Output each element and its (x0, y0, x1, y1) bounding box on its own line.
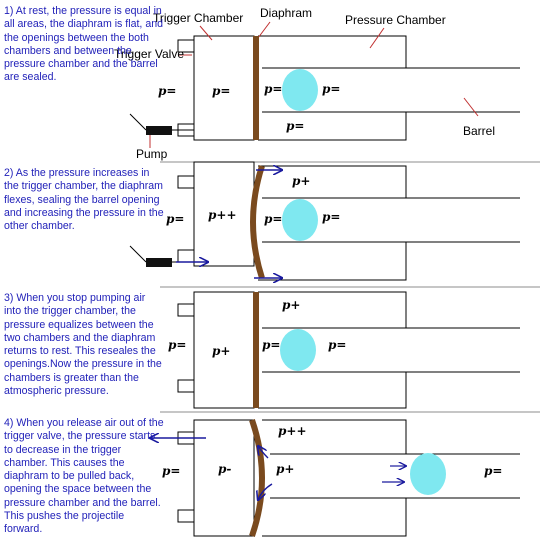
panel-1-pressure-lower: p= (286, 119, 305, 133)
panel-3-apparatus (177, 291, 520, 409)
panel-3-pressure-valve: p= (168, 338, 187, 352)
panel-1-pressure-chamber (258, 35, 407, 141)
panel-2-pressure-gap: p= (264, 212, 283, 226)
panel-4-pressure-upper: p++ (278, 424, 307, 438)
panel-4-pressure-valve: p= (162, 464, 181, 478)
label-pump: Pump (136, 147, 168, 161)
panel-4-barrel (270, 453, 520, 499)
panel-4-projectile (410, 453, 446, 495)
panel-1-barrel (262, 67, 520, 113)
step-2-text: 2) As the pressure increases in the trig… (4, 167, 164, 233)
panel-4-apparatus (177, 419, 520, 537)
panel-2-projectile (282, 199, 318, 241)
panel-2-pump-body (146, 258, 172, 267)
panel-2-pressure-barrel: p= (322, 210, 341, 224)
panel-1-pressure-valve: p= (158, 84, 177, 98)
label-barrel: Barrel (463, 124, 496, 138)
panel-2-pressure-trigger: p++ (208, 208, 237, 222)
panel-4-pressure-trigger: p- (218, 462, 232, 476)
panel-2-pump-handle (129, 245, 147, 263)
panel-4-pressure-chamber (262, 419, 407, 537)
panel-1-pressure-upper: p= (322, 82, 341, 96)
panel-1-trigger-chamber-pointer (199, 25, 213, 41)
label-trigger-valve: Trigger Valve (114, 47, 185, 61)
panel-2-pressure-upper: p+ (292, 174, 311, 188)
panel-2-valve-bottom (177, 249, 195, 263)
panel-3-valve-top (177, 303, 195, 317)
panel-2-valve-top (177, 175, 195, 189)
panel-1-pressure-gap: p= (264, 82, 283, 96)
panel-3-valve-bottom (177, 379, 195, 393)
panel-2-barrel (262, 197, 520, 243)
panel-4-diaphragm (249, 419, 265, 537)
panel-1-pressure-chamber-pointer (369, 27, 385, 49)
panel-3-pressure-trigger: p+ (212, 344, 231, 358)
panel-3-barrel (262, 327, 520, 373)
panel-4-valve-bottom (177, 509, 195, 523)
panel-4-arrow-bottom (258, 483, 273, 500)
panel-1-valve-top (177, 39, 195, 53)
step-4-text: 4) When you release air out of the trigg… (4, 417, 164, 536)
step-3-text: 3) When you stop pumping air into the tr… (4, 292, 162, 398)
label-pressure-chamber: Pressure Chamber (345, 13, 446, 27)
panel-2-diaphragm (250, 165, 265, 279)
panel-1-projectile (282, 69, 318, 111)
panel-1-pressure-trigger: p= (212, 84, 231, 98)
panel-1-diaphram-pointer (257, 21, 271, 39)
panel-3-pressure-chamber (258, 291, 407, 409)
panel-4-pressure-barrel: p= (484, 464, 503, 478)
panel-3-pressure-barrel: p= (328, 338, 347, 352)
panel-4-trigger-chamber (193, 419, 255, 537)
panel-4-arrow-top (258, 446, 269, 459)
panel-3-projectile (280, 329, 316, 371)
panel-3-pressure-gap: p= (262, 338, 281, 352)
panel-1-pump-handle (129, 113, 147, 131)
label-diaphram: Diaphram (260, 6, 313, 20)
panel-3-pressure-upper: p+ (282, 298, 301, 312)
panel-2-pressure-chamber (258, 165, 407, 281)
label-trigger-chamber: Trigger Chamber (153, 11, 244, 25)
panel-4-pressure-gap: p+ (276, 462, 295, 476)
panel-1-pump-body (146, 126, 172, 135)
panel-1-barrel-pointer (463, 97, 479, 117)
panel-1-apparatus (129, 35, 520, 141)
panel-2-pressure-valve: p= (166, 212, 185, 226)
step-1-text: 1) At rest, the pressure is equal in all… (4, 5, 163, 84)
